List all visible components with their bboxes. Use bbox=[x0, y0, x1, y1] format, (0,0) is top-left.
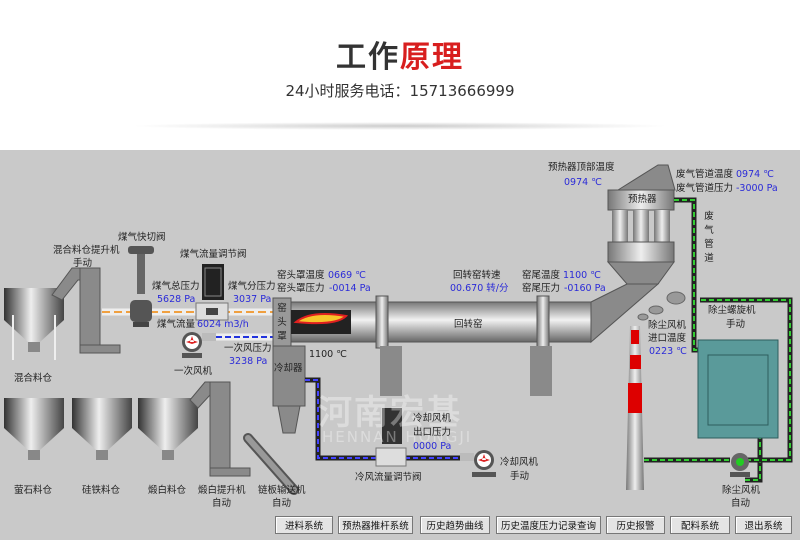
preheater bbox=[606, 164, 676, 285]
label: 手动 bbox=[726, 319, 746, 330]
value: -0014 Pa bbox=[329, 283, 371, 294]
value: 0223 ℃ bbox=[649, 346, 687, 357]
label: 链板输送机 bbox=[258, 485, 306, 496]
gas-quick-valve bbox=[128, 246, 154, 327]
divider bbox=[130, 122, 670, 130]
label: 除尘螺旋机 bbox=[708, 305, 756, 316]
title-red: 原理 bbox=[400, 40, 464, 75]
title-dark: 工作 bbox=[336, 40, 400, 75]
value: 6024 m3/h bbox=[197, 319, 249, 330]
page-title: 工作原理 bbox=[0, 32, 800, 76]
label: 窑尾温度 bbox=[522, 270, 561, 281]
chain-conveyor bbox=[243, 433, 299, 495]
label: 煤气总压力 bbox=[152, 281, 200, 292]
history-trend-button[interactable]: 历史趋势曲线 bbox=[420, 516, 490, 534]
value: -0160 Pa bbox=[564, 283, 606, 294]
label: 1100 ℃ bbox=[309, 349, 347, 360]
label: 自动 bbox=[212, 498, 232, 509]
bottom-bins bbox=[4, 398, 198, 460]
cooling-fan bbox=[460, 450, 496, 477]
label: 进口温度 bbox=[648, 333, 687, 344]
primary-fan bbox=[182, 332, 216, 358]
exit-system-button[interactable]: 退出系统 bbox=[735, 516, 792, 534]
label: 煅白料仓 bbox=[148, 485, 187, 496]
process-diagram: 河南宏基 HENNAN HONGJI 煤气快切阀 混合料仓提升机 手动 煤气流量… bbox=[0, 150, 800, 540]
chimney bbox=[626, 326, 644, 490]
cool-air-valve bbox=[375, 408, 407, 467]
value: 0974 ℃ bbox=[564, 177, 602, 188]
label: 冷却风机 bbox=[500, 457, 539, 468]
history-record-query-button[interactable]: 历史温度压力记录查询 bbox=[496, 516, 601, 534]
value: -3000 Pa bbox=[736, 183, 778, 194]
value: 0669 ℃ bbox=[328, 270, 366, 281]
cooler bbox=[272, 345, 306, 407]
label: 回转窑转速 bbox=[453, 270, 501, 281]
label: 硅铁料仓 bbox=[82, 485, 121, 496]
label: 煤气流量调节阀 bbox=[180, 249, 247, 260]
label: 除尘风机 bbox=[648, 320, 687, 331]
label: 废气管道压力 bbox=[676, 183, 734, 194]
label: 预热器 bbox=[628, 194, 657, 205]
equipment-drawing bbox=[4, 164, 793, 495]
label: 手动 bbox=[73, 258, 93, 269]
label: 煤气快切阀 bbox=[118, 232, 166, 243]
dust-fan bbox=[730, 453, 750, 477]
gas-flow-valve bbox=[195, 264, 229, 321]
preheater-pusher-button[interactable]: 预热器推杆系统 bbox=[338, 516, 413, 534]
value: 3238 Pa bbox=[229, 356, 268, 367]
label: 窑头罩 bbox=[277, 303, 287, 342]
label: 萤石料仓 bbox=[14, 485, 53, 496]
label: 煤气流量 bbox=[157, 319, 196, 330]
label: 窑头罩压力 bbox=[277, 283, 325, 294]
header: 工作原理 24小时服务电话：15713666999 bbox=[0, 0, 800, 150]
value: 1100 ℃ bbox=[563, 270, 601, 281]
label: 混合料仓 bbox=[14, 373, 53, 384]
mix-bin bbox=[4, 288, 64, 360]
batching-system-button[interactable]: 配料系统 bbox=[670, 516, 730, 534]
label: 废气管道 bbox=[704, 211, 714, 264]
label: 煤气分压力 bbox=[228, 281, 276, 292]
mix-elevator bbox=[51, 267, 121, 354]
service-phone: 24小时服务电话：15713666999 bbox=[285, 82, 515, 100]
label: 冷风流量调节阀 bbox=[355, 472, 422, 483]
label: 自动 bbox=[272, 498, 292, 509]
value: 5628 Pa bbox=[157, 294, 196, 305]
label: 废气管道温度 bbox=[676, 169, 734, 180]
label: 预热器顶部温度 bbox=[548, 162, 615, 173]
value: 3037 Pa bbox=[233, 294, 272, 305]
watermark: 河南宏基 bbox=[318, 393, 462, 433]
dolomite-elevator bbox=[189, 381, 251, 477]
dust-collector bbox=[697, 339, 779, 439]
label: 冷却器 bbox=[274, 363, 303, 374]
label: 一次风压力 bbox=[224, 343, 272, 354]
value: 00.670 转/分 bbox=[450, 283, 509, 294]
label: 手动 bbox=[510, 471, 530, 482]
label: 窑尾压力 bbox=[522, 283, 561, 294]
value: 0974 ℃ bbox=[736, 169, 774, 180]
watermark-en: HENNAN HONGJI bbox=[322, 428, 473, 446]
value: 0000 Pa bbox=[413, 441, 452, 452]
label: 窑头罩温度 bbox=[277, 270, 325, 281]
label: 回转窑 bbox=[454, 319, 483, 330]
label: 自动 bbox=[731, 498, 751, 509]
label: 出口压力 bbox=[413, 427, 452, 438]
history-alarm-button[interactable]: 历史报警 bbox=[606, 516, 665, 534]
label: 混合料仓提升机 bbox=[53, 245, 120, 256]
label: 除尘风机 bbox=[722, 485, 761, 496]
feed-system-button[interactable]: 进料系统 bbox=[275, 516, 333, 534]
label: 煅白提升机 bbox=[198, 485, 246, 496]
label: 冷却风机 bbox=[413, 413, 452, 424]
label: 一次风机 bbox=[174, 366, 213, 377]
